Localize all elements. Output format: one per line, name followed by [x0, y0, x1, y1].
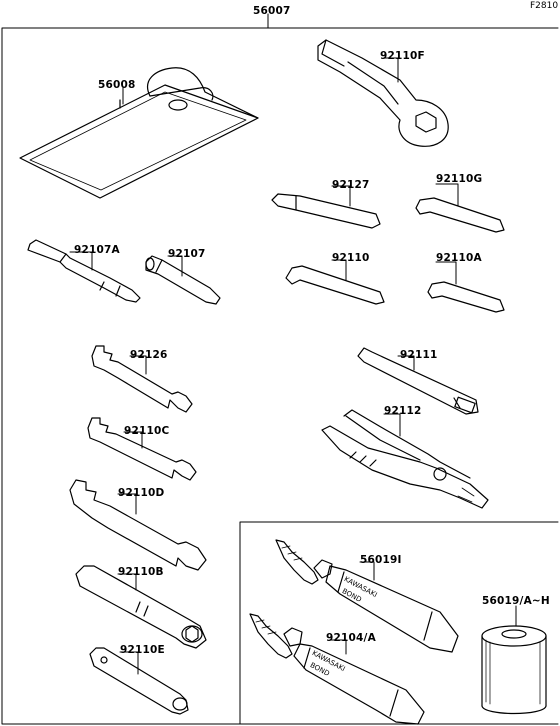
leader-92107	[167, 255, 183, 277]
leader-92126	[129, 355, 147, 375]
tube-handle-92111	[357, 347, 479, 415]
box-spanner-92110E	[89, 647, 189, 715]
assembly-number: 56007	[253, 5, 291, 17]
hex-key-92127	[271, 193, 381, 229]
screwdriver-handle-92107	[145, 255, 221, 305]
part-number-92107: 92107	[168, 248, 206, 260]
bond-can-56019AH	[481, 625, 547, 715]
part-number-92104A: 92104/A	[326, 632, 376, 644]
ring-spanner-92110F	[317, 39, 449, 147]
leader-92110B	[117, 573, 137, 591]
part-number-92110D: 92110D	[118, 487, 165, 499]
part-number-92107A: 92107A	[74, 244, 120, 256]
leader-92110D	[117, 493, 137, 515]
bond-tube-56019I	[275, 539, 459, 653]
part-number-92110B: 92110B	[118, 566, 164, 578]
hex-key-92110G	[415, 197, 505, 233]
part-number-92110C: 92110C	[124, 425, 170, 437]
part-number-56019AH: 56019/A~H	[482, 595, 550, 607]
part-number-92110A: 92110A	[436, 252, 482, 264]
leader-92110	[331, 259, 347, 281]
bond-tube-92104A	[249, 613, 425, 725]
leader-92107A	[69, 251, 93, 271]
hex-key-92110	[285, 265, 385, 305]
hex-key-92110A	[427, 281, 505, 313]
screwdriver-bit-92107A	[27, 239, 141, 303]
part-number-92126: 92126	[130, 349, 168, 361]
part-number-92110: 92110	[332, 252, 370, 264]
open-spanner-92110D	[69, 479, 207, 571]
leader-92110G	[435, 183, 459, 207]
leader-56019I	[359, 561, 375, 581]
tool-pouch-56008	[19, 67, 259, 199]
main-frame	[1, 27, 559, 725]
box-spanner-92110B	[75, 565, 207, 649]
figure-code: F2810	[530, 1, 559, 11]
open-spanner-92110C	[87, 417, 197, 481]
pliers-92112	[321, 409, 489, 509]
part-number-92127: 92127	[332, 179, 370, 191]
leader-92110E	[119, 651, 139, 675]
part-number-92110E: 92110E	[120, 644, 165, 656]
part-number-92110F: 92110F	[380, 50, 425, 62]
part-number-92111: 92111	[400, 349, 438, 361]
sub-frame	[239, 521, 559, 725]
leader-92104A	[329, 639, 347, 655]
part-number-56008: 56008	[98, 79, 136, 91]
leader-92110C	[123, 431, 143, 449]
leader-92112	[383, 413, 401, 437]
part-number-56019I: 56019I	[360, 554, 402, 566]
leader-92111	[397, 355, 415, 371]
part-number-92110G: 92110G	[436, 173, 483, 185]
leader-92110F	[383, 57, 399, 83]
open-spanner-92126	[91, 345, 193, 413]
leader-92110A	[435, 261, 457, 285]
leader-92127	[331, 185, 351, 207]
part-number-92112: 92112	[384, 405, 422, 417]
